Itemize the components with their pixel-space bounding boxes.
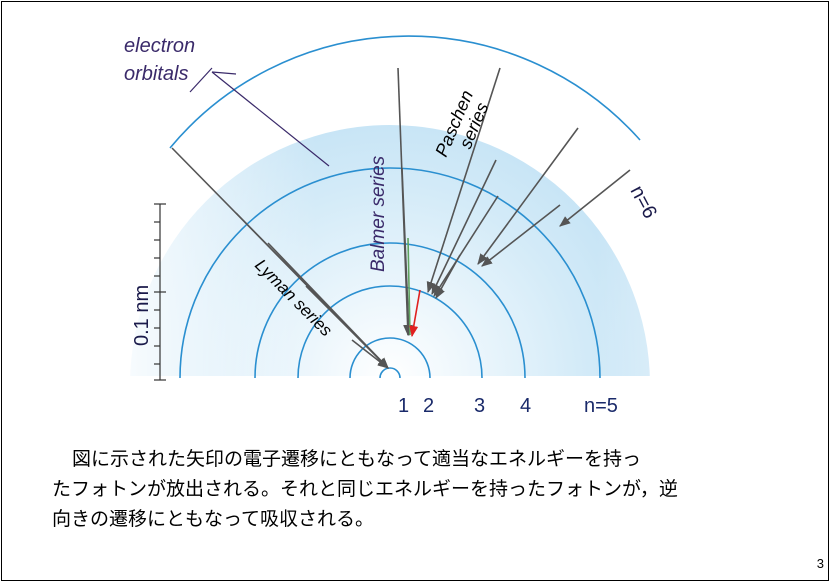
- orbit-n5: [179, 167, 601, 379]
- paschen-arrow-3: [433, 195, 499, 297]
- label-electron-orbitals-2: orbitals: [124, 63, 188, 85]
- brackett-arrow-2: [481, 204, 561, 267]
- hydrogen-orbital-diagram: electron orbitals Balmer series Paschen …: [100, 35, 720, 417]
- orbit-n1: [379, 367, 401, 379]
- orbit-n6: [169, 35, 641, 149]
- orbit-n3: [297, 285, 483, 379]
- pfund-arrow-1: [559, 169, 631, 227]
- paschen-arrow-4: [435, 254, 461, 299]
- balmer-arrow-3: [407, 237, 411, 336]
- orbit-label-3: 3: [474, 395, 485, 417]
- orbit-label-2: 2: [423, 395, 434, 417]
- lyman-arrow-4: [305, 285, 389, 369]
- orbit-lines: [169, 35, 641, 379]
- label-balmer-series: Balmer series: [368, 155, 389, 272]
- balmer-arrow-4: [409, 289, 421, 338]
- scale-bar: [154, 203, 166, 381]
- label-electron-orbitals-1: electron: [124, 35, 195, 57]
- lyman-arrows: [171, 147, 389, 369]
- paschen-arrow-1: [426, 67, 501, 294]
- lyman-arrow-5: [351, 339, 389, 369]
- orbit-n4: [254, 242, 526, 379]
- label-scale: 0.1 nm: [131, 285, 153, 346]
- paschen-arrows: [426, 67, 501, 299]
- caption-line-3: 向きの遷移にともなって吸収される。: [52, 508, 375, 530]
- outer-arrows: [477, 127, 631, 267]
- brackett-arrow-1: [477, 127, 579, 265]
- leader-line-3: [211, 71, 237, 75]
- paschen-arrow-2: [431, 159, 497, 296]
- balmer-arrows: [397, 67, 421, 338]
- orbit-label-4: 4: [520, 395, 531, 417]
- leader-line-2: [211, 71, 330, 167]
- caption-text: 図に示された矢印の電子遷移にともなって適当なエネルギーを持っ たフォトンが放出さ…: [52, 444, 772, 534]
- orbital-background-fade: [100, 61, 720, 385]
- baseline-band: [120, 376, 680, 386]
- leader-line-1: [189, 67, 213, 93]
- balmer-arrow-2: [401, 167, 414, 337]
- caption-line-1: 図に示された矢印の電子遷移にともなって適当なエネルギーを持っ: [72, 448, 642, 470]
- caption-line-2: たフォトンが放出される。それと同じエネルギーを持ったフォトンが，逆: [52, 478, 678, 500]
- orbit-n2: [349, 337, 431, 379]
- orbit-label-1: 1: [398, 395, 409, 417]
- page-number: 3: [816, 556, 824, 571]
- orbit-label-n5: n=5: [584, 395, 618, 417]
- leader-lines: [189, 67, 330, 167]
